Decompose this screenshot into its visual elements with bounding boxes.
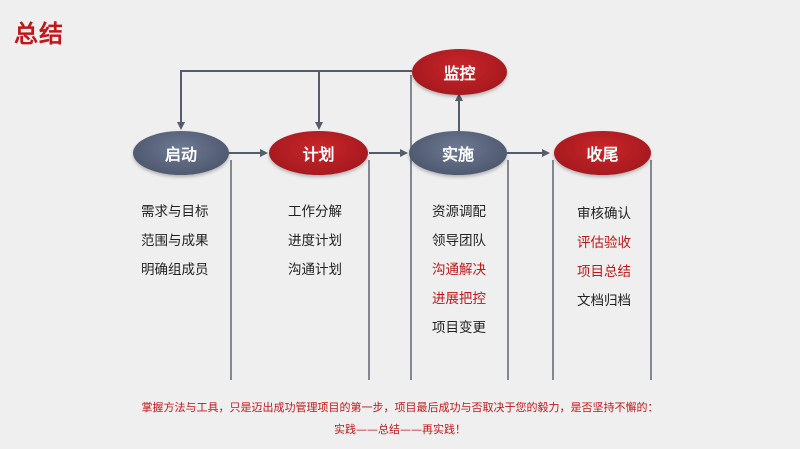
list-item-highlight: 进展把控 bbox=[432, 291, 486, 307]
list-item: 领导团队 bbox=[432, 233, 486, 249]
list-item: 工作分解 bbox=[288, 204, 342, 220]
footer-line-1: 掌握方法与工具，只是迈出成功管理项目的第一步，项目最后成功与否取决于您的毅力，是… bbox=[141, 401, 659, 414]
list-item: 进度计划 bbox=[288, 233, 342, 249]
list-item: 明确组成员 bbox=[141, 262, 209, 278]
list-item: 文档归档 bbox=[577, 293, 631, 309]
node-monitor: 监控 bbox=[412, 49, 507, 95]
list-start: 需求与目标 范围与成果 明确组成员 bbox=[141, 198, 209, 285]
list-execute: 资源调配 领导团队 沟通解决 进展把控 项目变更 bbox=[432, 198, 486, 343]
node-close: 收尾 bbox=[554, 131, 651, 175]
list-item-highlight: 沟通解决 bbox=[432, 262, 486, 278]
footer-line-2: 实践——总结——再实践！ bbox=[334, 423, 466, 436]
list-item: 范围与成果 bbox=[141, 233, 209, 249]
list-item: 审核确认 bbox=[577, 206, 631, 222]
node-plan: 计划 bbox=[269, 131, 368, 175]
page-title: 总结 bbox=[14, 20, 64, 48]
node-start: 启动 bbox=[133, 131, 229, 175]
list-close: 审核确认 评估验收 项目总结 文档归档 bbox=[577, 200, 631, 316]
list-plan: 工作分解 进度计划 沟通计划 bbox=[288, 198, 342, 285]
list-item: 需求与目标 bbox=[141, 204, 209, 220]
node-execute: 实施 bbox=[409, 131, 507, 175]
list-item: 沟通计划 bbox=[288, 262, 342, 278]
list-item: 资源调配 bbox=[432, 204, 486, 220]
list-item: 项目变更 bbox=[432, 320, 486, 336]
feedback-loop-line bbox=[177, 70, 412, 130]
list-item-highlight: 项目总结 bbox=[577, 264, 631, 280]
list-item-highlight: 评估验收 bbox=[577, 235, 631, 251]
